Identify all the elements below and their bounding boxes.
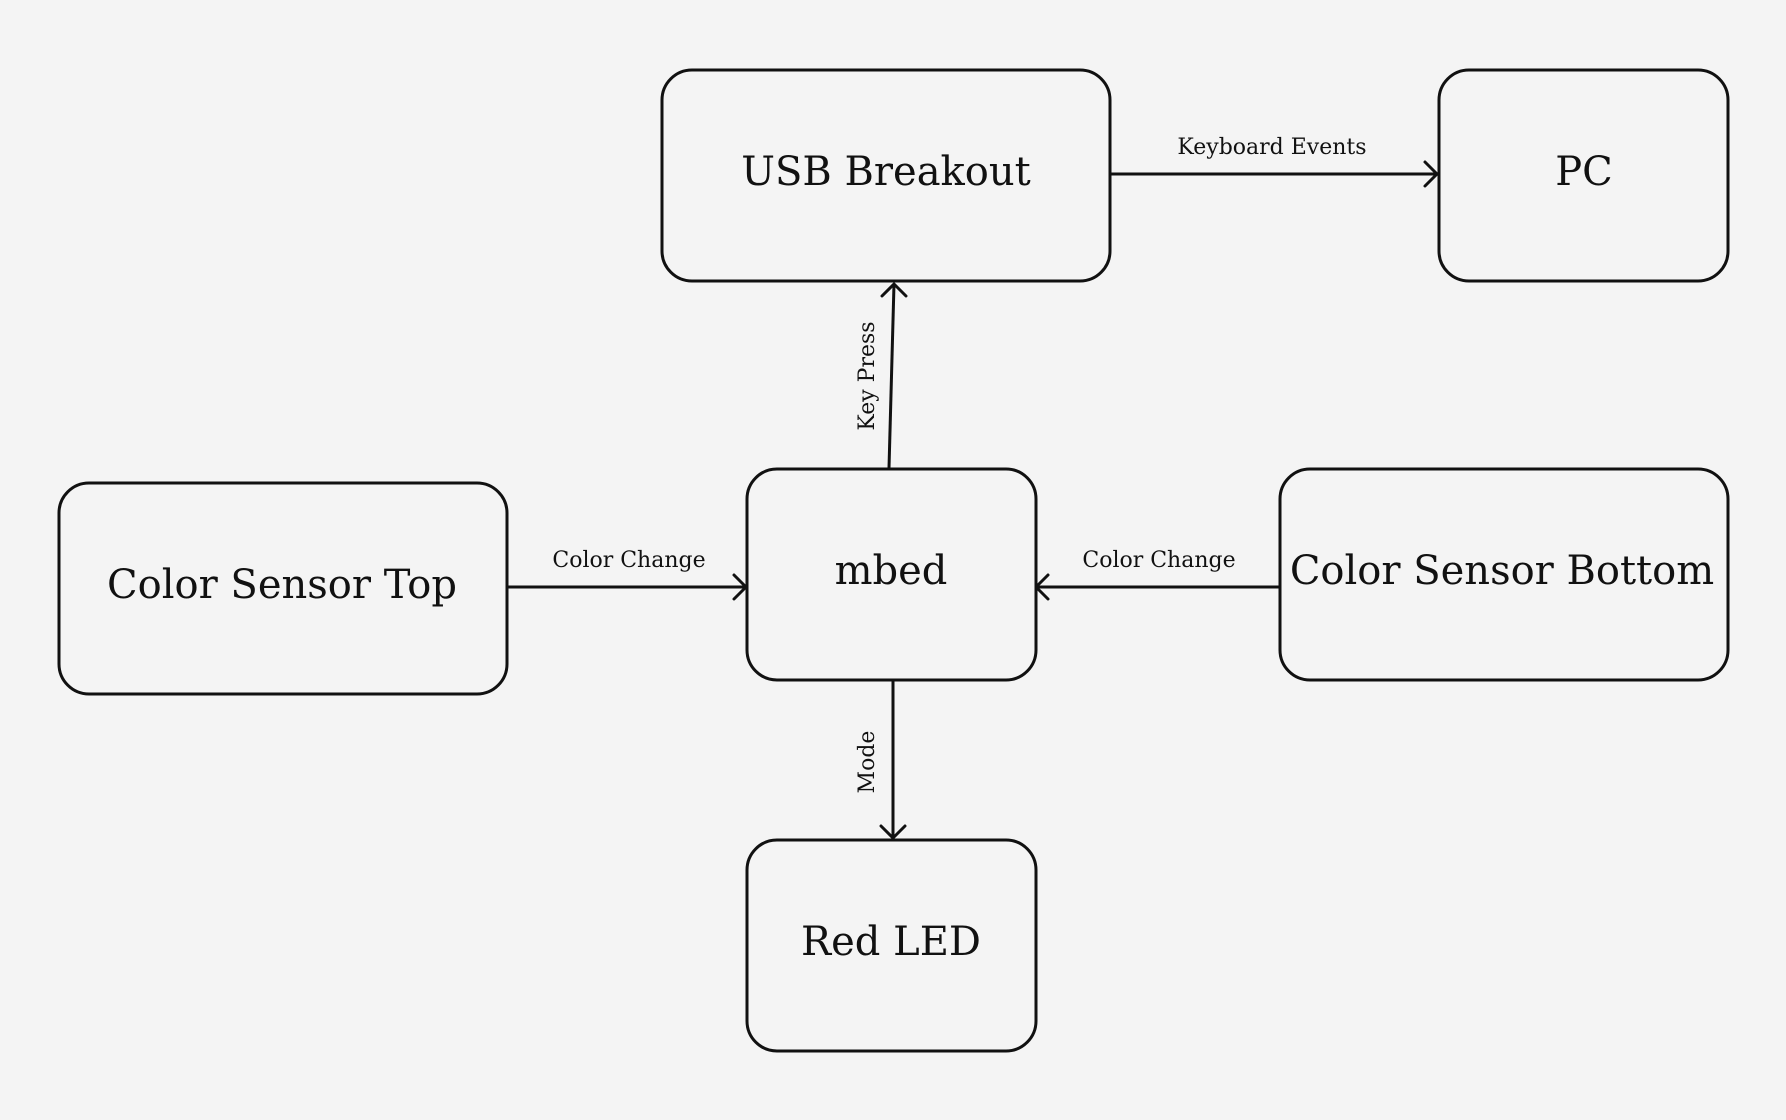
node-label-red-led: Red LED bbox=[801, 919, 981, 965]
edge-keyboard-events: Keyboard Events bbox=[1110, 135, 1439, 188]
node-color-sensor-top: Color Sensor Top bbox=[57, 481, 509, 696]
node-usb-breakout: USB Breakout bbox=[660, 68, 1112, 283]
node-box-pc bbox=[1437, 68, 1730, 283]
edge-label-mode: Mode bbox=[855, 731, 880, 794]
node-box-color-sensor-top bbox=[57, 481, 509, 696]
node-label-color-sensor-bottom: Color Sensor Bottom bbox=[1290, 548, 1714, 594]
edge-label-keyboard-events: Keyboard Events bbox=[1177, 135, 1366, 160]
node-label-usb-breakout: USB Breakout bbox=[741, 149, 1030, 195]
node-color-sensor-bottom: Color Sensor Bottom bbox=[1278, 467, 1730, 682]
node-pc: PC bbox=[1437, 68, 1730, 283]
edge-color-change-top: Color Change bbox=[507, 548, 748, 601]
node-label-color-sensor-top: Color Sensor Top bbox=[107, 562, 457, 608]
node-box-mbed bbox=[745, 467, 1038, 682]
edge-key-press: Key Press bbox=[855, 282, 908, 469]
arrowhead-icon bbox=[880, 282, 908, 298]
edge-line-key-press bbox=[887, 283, 896, 469]
edge-color-change-bottom: Color Change bbox=[1034, 548, 1279, 601]
node-label-mbed: mbed bbox=[835, 548, 948, 594]
edge-label-color-change-bottom: Color Change bbox=[1082, 548, 1235, 573]
node-mbed: mbed bbox=[745, 467, 1038, 682]
arrowhead-icon bbox=[879, 824, 907, 840]
node-label-pc: PC bbox=[1555, 149, 1613, 195]
edge-label-key-press: Key Press bbox=[855, 321, 880, 430]
edge-mode: Mode bbox=[855, 681, 907, 840]
node-box-color-sensor-bottom bbox=[1278, 467, 1730, 682]
arrowhead-icon bbox=[1423, 160, 1439, 188]
node-box-usb-breakout bbox=[660, 68, 1112, 283]
node-red-led: Red LED bbox=[745, 838, 1038, 1053]
node-box-red-led bbox=[745, 838, 1038, 1053]
edge-label-color-change-top: Color Change bbox=[552, 548, 705, 573]
